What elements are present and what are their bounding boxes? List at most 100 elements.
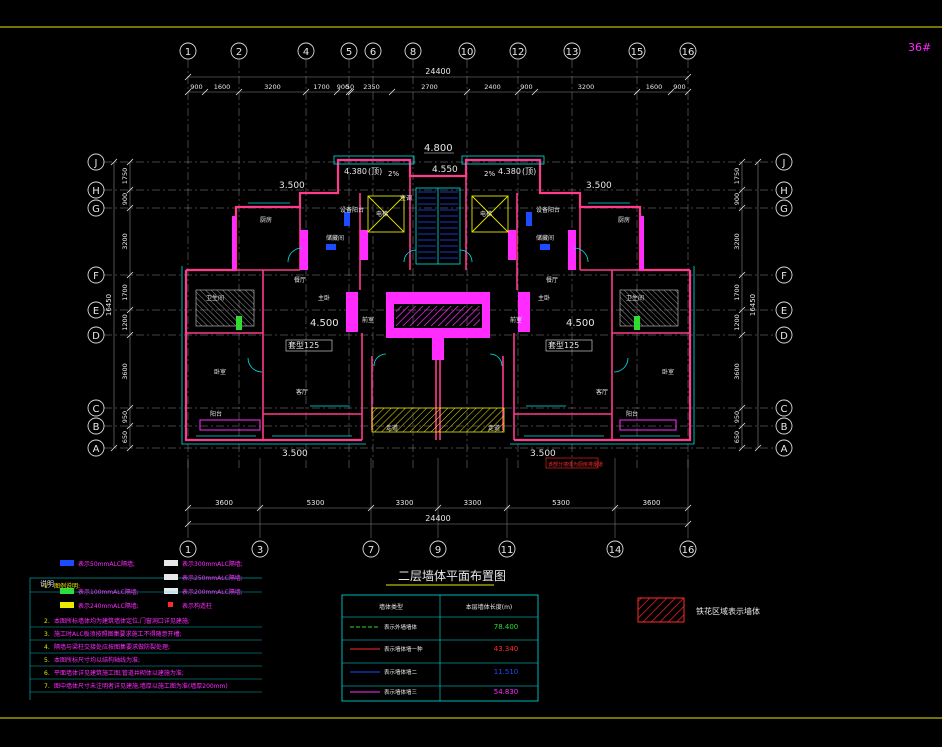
- dim-tick: [738, 306, 746, 314]
- table-row-value: 43.340: [494, 645, 519, 653]
- dim-tick: [256, 504, 264, 512]
- axis-label-top: 1: [185, 47, 191, 58]
- left-bath-hatch: [195, 289, 255, 327]
- legend-note-text: 本图所标墙体均为建筑墙体定位,门窗洞口详见建施;: [54, 617, 190, 625]
- left-dim: 3600: [121, 363, 129, 380]
- axis-label-bottom: 16: [682, 545, 695, 556]
- room-label: 卧室: [662, 368, 674, 376]
- bottom-dim: 3300: [396, 499, 414, 507]
- exterior-walls: [184, 158, 692, 442]
- axis-label-top: 12: [512, 47, 525, 58]
- top-dim: 3200: [264, 83, 281, 91]
- axis-bubble: [498, 540, 516, 558]
- legend-swatch-text: 表示240mmALC隔墙;: [78, 602, 139, 610]
- legend-note-num: 2.: [44, 618, 50, 625]
- axis-bubble: [230, 42, 248, 60]
- elevators: [367, 195, 509, 233]
- dim-tick: [126, 331, 134, 339]
- room-label: 卫生间: [626, 294, 644, 302]
- dim-tick: [184, 88, 192, 96]
- bottom-overall-dim: 24400: [425, 514, 450, 523]
- room-label: 储藏间: [326, 234, 344, 242]
- core-walls: [232, 216, 644, 360]
- room-label: 卧室: [214, 368, 226, 376]
- top-dim: 900: [190, 83, 202, 91]
- room-label: 餐厅: [546, 276, 558, 284]
- plan-labels: 4.800 4.550 4.380 (顶) 4.380 (顶) 2% 2% 3.…: [279, 143, 612, 468]
- right-dim: 650: [733, 431, 741, 443]
- top-dim: 2400: [484, 83, 501, 91]
- top-dim: 900: [337, 83, 349, 91]
- axis-label-left: F: [93, 271, 99, 282]
- dim-tick: [367, 504, 375, 512]
- axis-label-left: D: [92, 331, 100, 342]
- top-dim: 50: [346, 83, 354, 91]
- top-dim: 3200: [578, 83, 595, 91]
- axis-bubble: [87, 399, 105, 417]
- axis-bubble: [775, 439, 793, 457]
- axis-bubble: [429, 540, 447, 558]
- axis-label-left: H: [92, 186, 100, 197]
- left-dim: 1200: [121, 314, 129, 331]
- legend-swatch: [164, 588, 178, 594]
- dim-tick: [126, 404, 134, 412]
- axis-bubble: [458, 42, 476, 60]
- dim-tick: [738, 444, 746, 452]
- axis-bubble: [775, 153, 793, 171]
- axis-bubble: [179, 540, 197, 558]
- dim-tick: [738, 204, 746, 212]
- drawing-title: 二层墙体平面布置图: [398, 569, 506, 583]
- room-label: 走道: [386, 424, 398, 432]
- bottom-dim: 3600: [643, 499, 661, 507]
- dim-tick: [434, 504, 442, 512]
- top-dim: 1600: [214, 83, 231, 91]
- dim-tick: [126, 271, 134, 279]
- axis-bubble: [775, 199, 793, 217]
- axis-label-bottom: 3: [257, 545, 263, 556]
- badge-right: 套型125: [548, 340, 579, 350]
- dim-tick: [126, 204, 134, 212]
- axis-bubble: [87, 199, 105, 217]
- top-dim: 2700: [421, 83, 438, 91]
- axis-label-top: 2: [236, 47, 242, 58]
- room-label: 储藏间: [536, 234, 554, 242]
- dim-tick: [667, 88, 675, 96]
- dim-tick: [126, 186, 134, 194]
- axis-label-right: E: [781, 306, 787, 317]
- right-dim: 1750: [733, 168, 741, 185]
- axis-bubble: [775, 181, 793, 199]
- dim-tick: [684, 88, 692, 96]
- axis-bubble: [87, 439, 105, 457]
- left-dim: 950: [121, 411, 129, 423]
- slope-right: 2%: [484, 170, 495, 178]
- left-dim: 900: [121, 193, 129, 205]
- axis-label-top: 8: [410, 47, 416, 58]
- dim-tick: [126, 422, 134, 430]
- table-row-value: 54.830: [494, 688, 519, 696]
- left-overall-dim: 16450: [105, 294, 113, 316]
- room-label: 空调: [400, 194, 412, 202]
- axis-label-bottom: 7: [368, 545, 374, 556]
- legend-swatch: [164, 574, 178, 580]
- elev-bay-left: 4.380: [344, 167, 367, 176]
- dim-tick: [738, 158, 746, 166]
- legend-swatch-text: 表示构造柱: [182, 602, 212, 610]
- dim-tick: [738, 404, 746, 412]
- left-dim: 650: [121, 431, 129, 443]
- axis-label-left: J: [94, 158, 98, 169]
- axis-label-right: D: [780, 331, 788, 342]
- table-row-label: 表示墙体墙一种: [384, 645, 423, 653]
- dim-tick: [738, 331, 746, 339]
- axis-label-right: A: [781, 444, 788, 455]
- legend-note-num: 3.: [44, 631, 50, 638]
- axis-bubble: [606, 540, 624, 558]
- mid-annotation-box: [545, 457, 599, 469]
- room-label: 前室: [510, 316, 522, 324]
- legend-note-num: 1.: [44, 583, 50, 590]
- table-row-label: 表示墙体墙三: [384, 688, 418, 696]
- room-label: 主卧: [538, 294, 550, 302]
- legend-swatch: [60, 588, 74, 594]
- legend-swatch: [164, 560, 178, 566]
- elev-bay-left-note: (顶): [368, 167, 382, 176]
- sheet-number: 36#: [908, 41, 931, 54]
